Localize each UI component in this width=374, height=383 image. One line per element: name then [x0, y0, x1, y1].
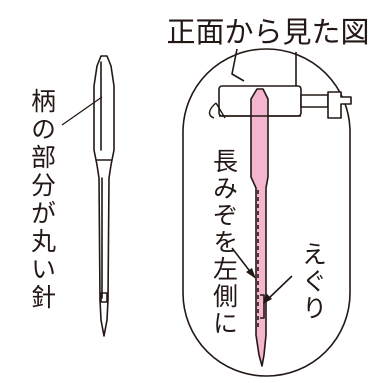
- long-groove-arrow: [231, 247, 256, 279]
- front-needle: [250, 88, 269, 367]
- round-shank-needle: [93, 55, 115, 337]
- round-shank-leader: [61, 96, 103, 126]
- scarf-arrow: [263, 275, 293, 304]
- round-shank-label: 柄の部分が丸い針: [28, 88, 57, 312]
- diagram-title: 正面から見た図: [166, 15, 369, 49]
- long-groove-label: 長みぞを左側に: [210, 148, 239, 337]
- scarf-label: えぐり: [299, 241, 328, 322]
- needle-clamp: [218, 48, 352, 119]
- front-view-frame: [182, 48, 351, 377]
